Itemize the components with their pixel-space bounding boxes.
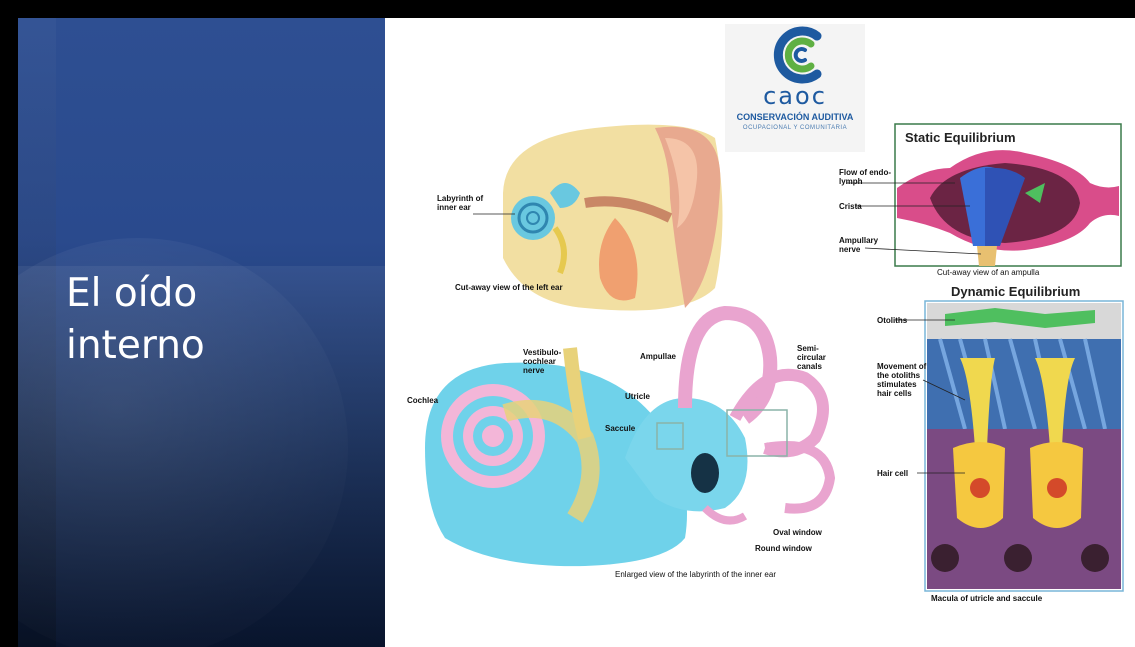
caption-left-ear: Cut-away view of the left ear bbox=[455, 283, 625, 292]
label-oval-window: Oval window bbox=[773, 528, 833, 537]
caption-labyrinth: Enlarged view of the labyrinth of the in… bbox=[615, 570, 815, 579]
slide-title-line1: El oído bbox=[66, 268, 366, 320]
heading-static-equilibrium: Static Equilibrium bbox=[905, 130, 1016, 145]
label-utricle: Utricle bbox=[625, 392, 665, 401]
label-saccule: Saccule bbox=[605, 424, 645, 433]
label-otoliths: Otoliths bbox=[877, 316, 917, 325]
dynamic-equilibrium-illustration bbox=[895, 301, 1123, 591]
label-ampullae: Ampullae bbox=[640, 352, 690, 361]
slide-title-line2: interno bbox=[66, 320, 366, 372]
caption-macula: Macula of utricle and saccule bbox=[931, 594, 1121, 603]
label-flow-endolymph: Flow of endo-lymph bbox=[839, 168, 897, 186]
heading-dynamic-equilibrium: Dynamic Equilibrium bbox=[951, 284, 1080, 299]
label-ampullary-nerve: Ampullary nerve bbox=[839, 236, 895, 254]
labyrinth-illustration bbox=[425, 313, 830, 566]
label-semicircular-canals: Semi-circular canals bbox=[797, 344, 847, 371]
caption-ampulla: Cut-away view of an ampulla bbox=[937, 268, 1097, 277]
illustration-area: caoc CONSERVACIÓN AUDITIVA OCUPACIONAL Y… bbox=[385, 18, 1135, 647]
label-otolith-movement: Movement of the otoliths stimulates hair… bbox=[877, 362, 927, 398]
label-crista: Crista bbox=[839, 202, 879, 211]
label-cochlea: Cochlea bbox=[407, 396, 457, 405]
label-hair-cell: Hair cell bbox=[877, 469, 917, 478]
label-round-window: Round window bbox=[755, 544, 825, 553]
slide-title: El oído interno bbox=[66, 268, 366, 372]
label-labyrinth-inner-ear: Labyrinth of inner ear bbox=[437, 194, 501, 212]
label-vestibulocochlear-nerve: Vestibulo-cochlear nerve bbox=[523, 348, 573, 375]
